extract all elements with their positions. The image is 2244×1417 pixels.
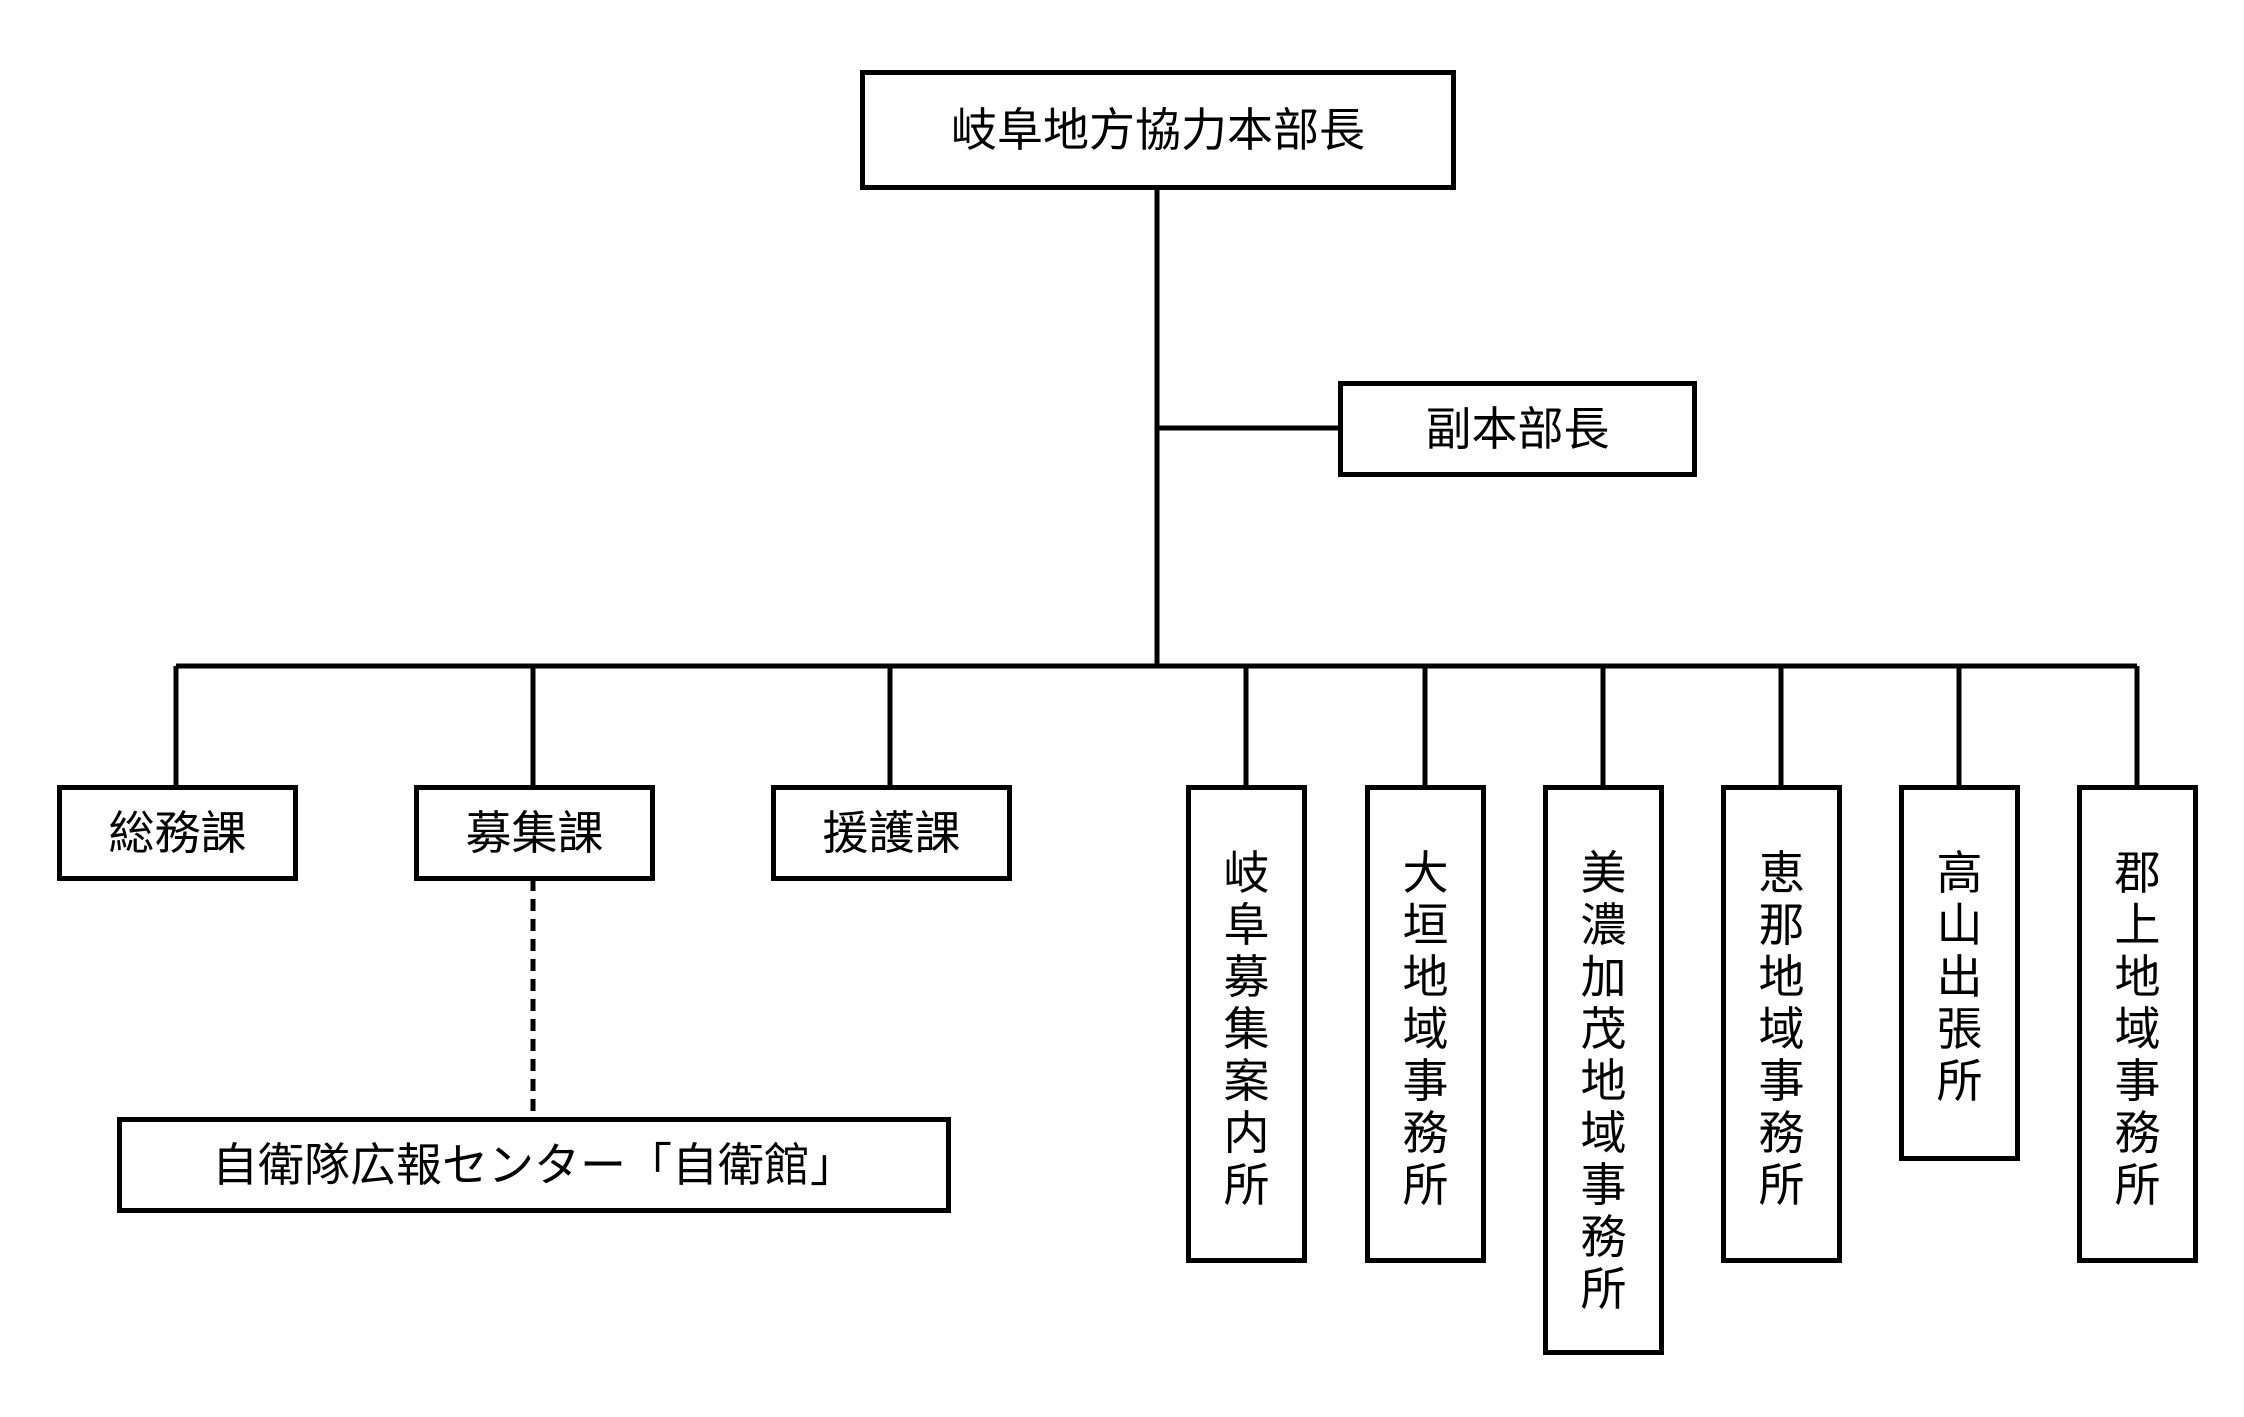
office-label: 美濃加茂地域事務所	[1580, 846, 1627, 1316]
office-label-char: 山	[1936, 897, 1983, 952]
office-label-char: 域	[1402, 1001, 1449, 1056]
office-label-char: 域	[1580, 1105, 1627, 1160]
office-box: 美濃加茂地域事務所	[1543, 785, 1664, 1355]
office-label-char: 高	[1936, 846, 1983, 900]
office-label-char: 美	[1580, 846, 1627, 900]
office-label-char: 内	[1223, 1105, 1270, 1160]
deputy-label: 副本部長	[1425, 402, 1610, 456]
office-label-char: 務	[1580, 1209, 1627, 1264]
office-label-char: 濃	[1580, 897, 1627, 952]
section-box-support: 援護課	[771, 785, 1012, 881]
office-label-char: 地	[1402, 949, 1449, 1004]
office-label: 恵那地域事務所	[1758, 846, 1805, 1212]
office-label-char: 出	[1936, 949, 1983, 1004]
section-label: 援護課	[822, 806, 961, 860]
deputy-box: 副本部長	[1338, 381, 1697, 477]
office-label-char: 岐	[1223, 846, 1270, 900]
chief-box: 岐阜地方協力本部長	[860, 70, 1456, 190]
office-box: 恵那地域事務所	[1721, 785, 1842, 1263]
office-label: 郡上地域事務所	[2114, 846, 2161, 1212]
office-label-char: 務	[1758, 1105, 1805, 1160]
section-box-recruitment: 募集課	[414, 785, 655, 881]
office-label-char: 集	[1223, 1001, 1270, 1056]
office-label-char: 那	[1758, 897, 1805, 952]
office-label-char: 茂	[1580, 1001, 1627, 1056]
office-label-char: 事	[1580, 1157, 1627, 1212]
section-box-general-affairs: 総務課	[57, 785, 298, 881]
office-label-char: 恵	[1758, 846, 1805, 900]
office-label: 高山出張所	[1936, 846, 1983, 1108]
office-label-char: 所	[1758, 1157, 1805, 1212]
office-label-char: 加	[1580, 949, 1627, 1004]
section-label: 募集課	[465, 806, 604, 860]
pr-center-label: 自衛隊広報センター「自衛館」	[212, 1138, 856, 1192]
office-label-char: 大	[1402, 846, 1449, 900]
office-box: 岐阜募集案内所	[1186, 785, 1307, 1263]
office-label-char: 垣	[1402, 897, 1449, 952]
office-label-char: 所	[1223, 1157, 1270, 1212]
office-label-char: 務	[2114, 1105, 2161, 1160]
office-label-char: 所	[1580, 1261, 1627, 1316]
section-label: 総務課	[108, 806, 247, 860]
office-label-char: 張	[1936, 1001, 1983, 1056]
office-label-char: 所	[1936, 1053, 1983, 1108]
office-label-char: 域	[1758, 1001, 1805, 1056]
pr-center-box: 自衛隊広報センター「自衛館」	[117, 1117, 951, 1213]
office-label-char: 上	[2114, 897, 2161, 952]
chief-label: 岐阜地方協力本部長	[951, 103, 1365, 157]
office-box: 郡上地域事務所	[2077, 785, 2198, 1263]
office-box: 高山出張所	[1899, 785, 2020, 1161]
office-label-char: 地	[1580, 1053, 1627, 1108]
office-label-char: 地	[1758, 949, 1805, 1004]
office-label-char: 域	[2114, 1001, 2161, 1056]
office-label-char: 事	[1402, 1053, 1449, 1108]
office-label-char: 郡	[2114, 846, 2161, 900]
office-label-char: 務	[1402, 1105, 1449, 1160]
office-label: 大垣地域事務所	[1402, 846, 1449, 1212]
office-label-char: 募	[1223, 949, 1270, 1004]
office-label-char: 地	[2114, 949, 2161, 1004]
office-label-char: 所	[2114, 1157, 2161, 1212]
office-label-char: 事	[1758, 1053, 1805, 1108]
office-label-char: 阜	[1223, 897, 1270, 952]
office-box: 大垣地域事務所	[1365, 785, 1486, 1263]
office-label-char: 事	[2114, 1053, 2161, 1108]
office-label-char: 案	[1223, 1053, 1270, 1108]
office-label-char: 所	[1402, 1157, 1449, 1212]
office-label: 岐阜募集案内所	[1223, 846, 1270, 1212]
